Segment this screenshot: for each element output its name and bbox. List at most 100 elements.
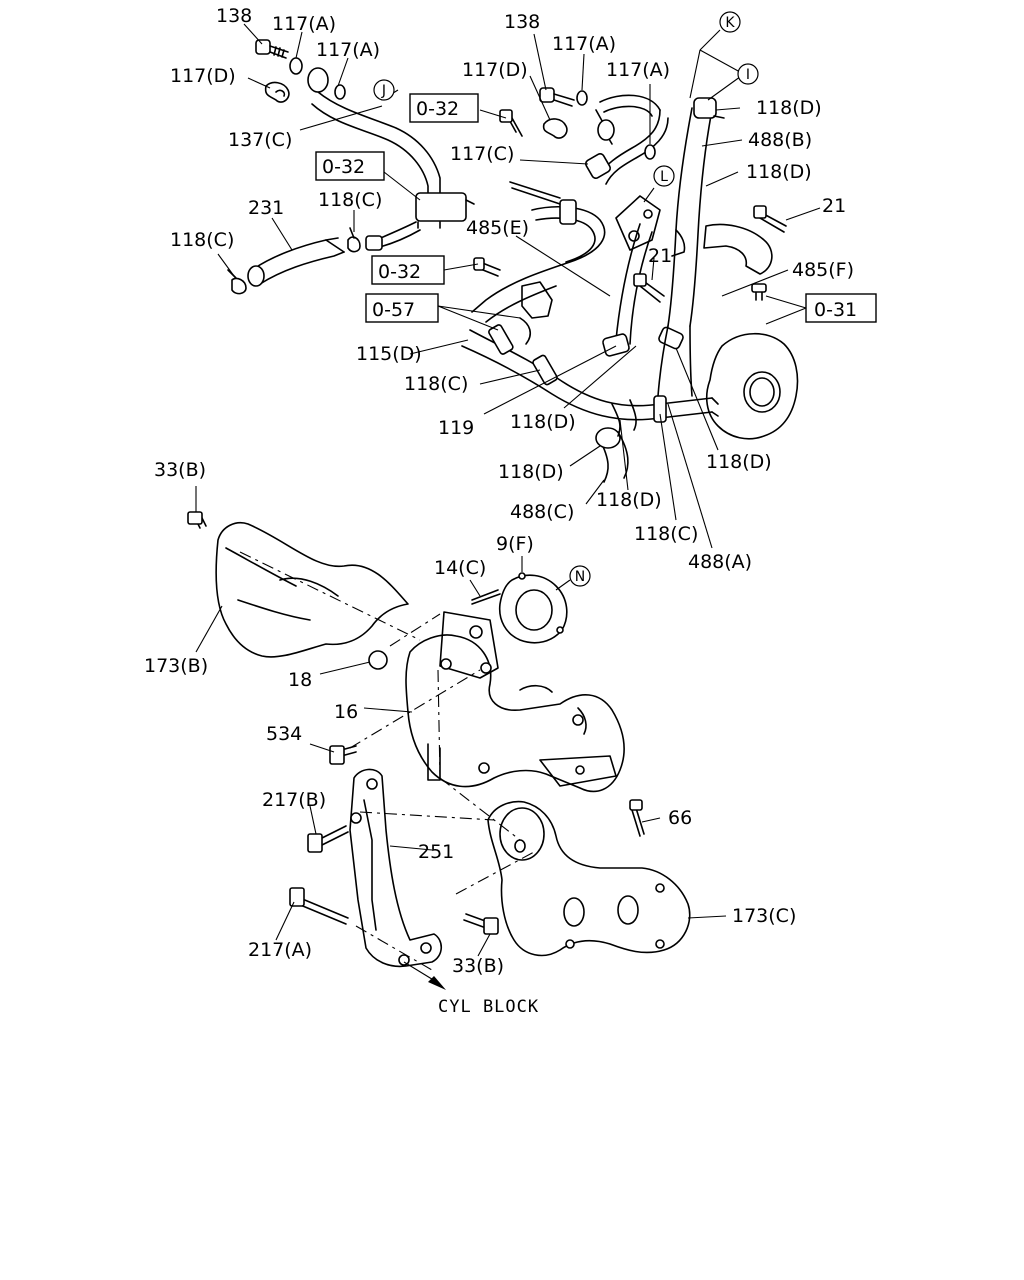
label-217b: 217(B) — [262, 789, 326, 811]
label-66: 66 — [668, 807, 692, 829]
label-117a-4: 117(A) — [606, 59, 670, 81]
label-173b: 173(B) — [144, 655, 208, 677]
label-485e: 485(E) — [466, 217, 529, 239]
eye-fitting-left — [307, 67, 329, 93]
label-138-a: 138 — [216, 5, 252, 27]
label-117c: 117(C) — [450, 143, 514, 165]
fitting-117c — [585, 153, 611, 179]
turbo-173c — [487, 800, 691, 957]
label-0-31: 0-31 — [814, 299, 857, 321]
circle-j-label: J — [381, 83, 386, 99]
label-488c: 488(C) — [510, 501, 574, 523]
pipe-117-right — [599, 94, 661, 117]
bracket-115d — [521, 281, 553, 319]
bracket-251 — [349, 768, 443, 968]
circle-l-label: L — [660, 169, 668, 185]
pipe-137c — [311, 91, 441, 199]
label-118d-3: 118(D) — [746, 161, 812, 183]
bolt-217a — [297, 897, 349, 925]
label-488b: 488(B) — [748, 129, 812, 151]
label-118d-5: 118(D) — [498, 461, 564, 483]
label-14c: 14(C) — [434, 557, 486, 579]
circle-i-label: I — [746, 67, 750, 83]
label-117a-3: 117(A) — [552, 33, 616, 55]
gasket-9f — [498, 574, 568, 644]
label-118d-6: 118(D) — [596, 489, 662, 511]
bracket-plate — [615, 195, 661, 251]
sensor-rod — [509, 181, 561, 205]
label-119: 119 — [438, 417, 474, 439]
label-117a-2: 117(A) — [316, 39, 380, 61]
label-118c-1: 118(C) — [318, 189, 382, 211]
label-138-b: 138 — [504, 11, 540, 33]
label-534: 534 — [266, 723, 302, 745]
ref-box-0-31 — [805, 293, 877, 323]
thermostat-housing — [705, 333, 799, 440]
arrow-cyl-block — [428, 976, 446, 990]
clip-117d-left — [264, 81, 290, 103]
circle-n — [569, 565, 591, 587]
pipe-end-488b — [693, 97, 717, 119]
washer-117a-4 — [644, 144, 656, 160]
label-115d: 115(D) — [356, 343, 422, 365]
ref-box-0-57 — [365, 293, 439, 323]
stud-66 — [631, 807, 645, 837]
label-485f: 485(F) — [792, 259, 854, 281]
label-118d-2: 118(D) — [756, 97, 822, 119]
label-18: 18 — [288, 669, 312, 691]
circle-k-label: K — [725, 15, 735, 31]
part-labels: 138 117(A) 117(A) 117(D) 137(C) 0-32 231… — [144, 5, 857, 1017]
clamp-118c-2 — [347, 227, 361, 253]
bolt-138-right — [539, 87, 555, 103]
label-9f: 9(F) — [496, 533, 534, 555]
ref-box-0-32-a — [315, 151, 385, 181]
bracket-485f — [703, 223, 773, 275]
clip-117d-right — [542, 118, 568, 139]
label-118c-2: 118(C) — [170, 229, 234, 251]
stud-14c — [471, 589, 501, 605]
label-0-32-a: 0-32 — [322, 156, 365, 178]
ref-box-0-32-b — [409, 93, 479, 123]
bolt-0-57 — [519, 317, 532, 345]
label-cyl-block: CYL BLOCK — [438, 997, 539, 1017]
manifold-assembly — [187, 511, 691, 971]
leader-lines — [195, 23, 821, 990]
heat-shield-173b — [215, 522, 409, 658]
pipe-assembly — [227, 39, 799, 483]
label-217a: 217(A) — [248, 939, 312, 961]
ref-box-0-32-c — [371, 255, 445, 285]
label-118c-4: 118(C) — [634, 523, 698, 545]
hose-end-231 — [247, 265, 265, 287]
label-33b-1: 33(B) — [154, 459, 206, 481]
label-137c: 137(C) — [228, 129, 292, 151]
hose-231 — [251, 237, 345, 285]
label-173c: 173(C) — [732, 905, 796, 927]
washer-117a-3 — [576, 90, 588, 106]
clamp-485e — [559, 199, 577, 225]
pipe-block-137c — [415, 192, 467, 222]
circle-j — [373, 79, 395, 101]
label-488a: 488(A) — [688, 551, 752, 573]
bolt-138-left — [255, 39, 271, 55]
label-33b-2: 33(B) — [452, 955, 504, 977]
washer-117a-1 — [289, 57, 303, 75]
label-231: 231 — [248, 197, 284, 219]
circle-l — [653, 165, 675, 187]
label-21-a: 21 — [822, 195, 846, 217]
fitting-117d-right — [597, 119, 615, 141]
nut-18 — [368, 650, 388, 670]
label-0-32-b: 0-32 — [416, 98, 459, 120]
label-0-57: 0-57 — [372, 299, 415, 321]
label-0-32-c: 0-32 — [378, 261, 421, 283]
circle-i — [737, 63, 759, 85]
clamp-118c-1 — [227, 269, 247, 295]
label-118d-4: 118(D) — [706, 451, 772, 473]
circle-n-label: N — [575, 569, 585, 585]
label-117a-1: 117(A) — [272, 13, 336, 35]
washer-117a-2 — [334, 84, 346, 100]
label-118c-3: 118(C) — [404, 373, 468, 395]
label-118d-1: 118(D) — [510, 411, 576, 433]
label-16: 16 — [334, 701, 358, 723]
pipe-488b — [667, 107, 713, 327]
